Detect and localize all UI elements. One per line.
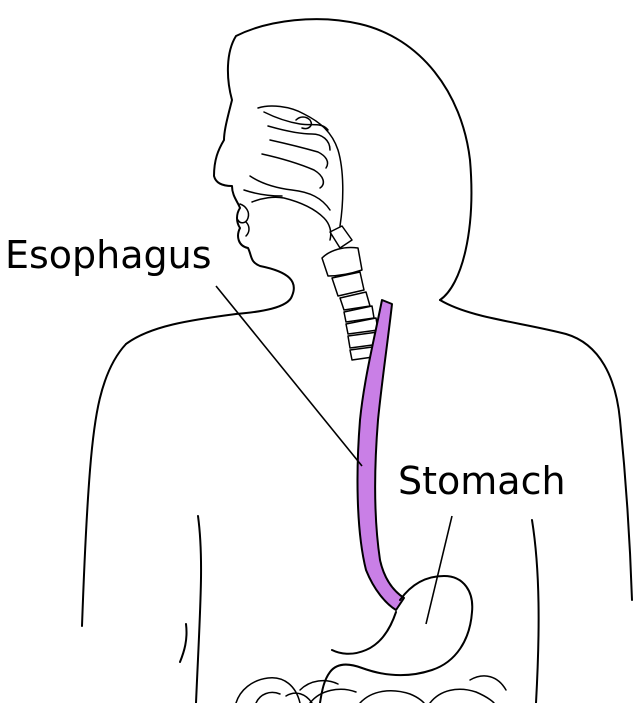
esophagus-label: Esophagus <box>5 236 212 274</box>
stomach-leader-line <box>426 516 452 624</box>
left-torso <box>196 516 201 703</box>
body-outline <box>82 19 632 703</box>
left-shoulder-arm <box>82 344 126 626</box>
intestines <box>236 676 506 703</box>
esophagus-leader-line <box>216 286 362 466</box>
nasal-oral-cavity <box>238 106 343 240</box>
stomach-inner <box>332 612 396 654</box>
stomach-label: Stomach <box>398 462 566 500</box>
head-outline <box>126 19 471 344</box>
right-torso <box>532 520 539 703</box>
larynx-trachea <box>322 226 380 360</box>
left-arm-inner <box>180 624 187 662</box>
